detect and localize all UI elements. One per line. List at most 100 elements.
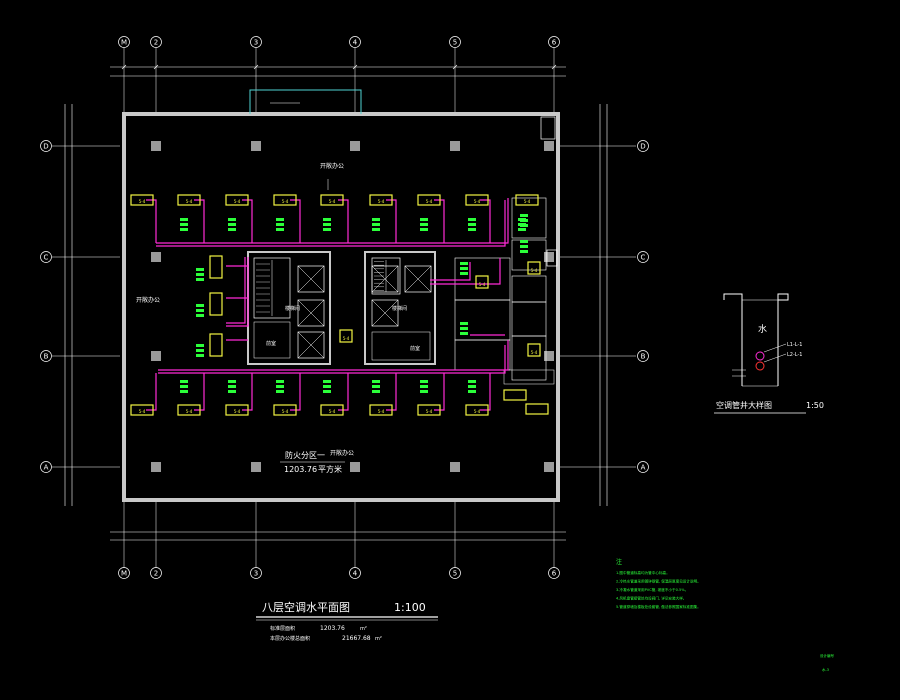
note-line: 5.管道穿墙及楼板处设套管, 做法参照国家标准图集。	[616, 604, 701, 609]
water-pipe	[194, 373, 205, 411]
annotation-tick	[518, 228, 526, 231]
fan-coil-unit	[273, 404, 297, 416]
annotation-tick	[196, 354, 204, 357]
annotation-tick	[196, 349, 204, 352]
fan-coil-unit	[209, 333, 223, 357]
column	[350, 141, 360, 151]
fcu-tag: 5-4	[378, 199, 385, 204]
annotation-tick	[372, 380, 380, 383]
fan-coil-unit	[225, 404, 249, 416]
annotation-tick	[323, 385, 331, 388]
annotation-tick	[180, 385, 188, 388]
fcu-tag: 5-4	[479, 282, 486, 287]
fcu-tag: 5-4	[139, 409, 146, 414]
water-pipe	[290, 373, 301, 411]
drawing-scale: 1:100	[394, 601, 426, 614]
annotation-tick	[460, 262, 468, 265]
axis-label: 6	[552, 39, 557, 47]
fcu-tag: 5-4	[139, 199, 146, 204]
elevator-shaft	[371, 265, 399, 293]
axis-bubble	[637, 251, 649, 263]
fan-coil-unit	[527, 261, 541, 275]
axis-label: M	[121, 39, 127, 47]
axis-label: B	[641, 353, 646, 361]
service-room	[511, 335, 547, 381]
fan-coil-unit	[320, 404, 344, 416]
water-pipe	[146, 373, 157, 411]
annotation-tick	[468, 390, 476, 393]
annotation-tick	[520, 214, 528, 217]
fcu-tag: 5-4	[426, 409, 433, 414]
annotation-tick	[180, 390, 188, 393]
axis-label: 4	[353, 570, 358, 578]
annotation-tick	[196, 309, 204, 312]
total-area-label: 本层办公楼总面积	[270, 635, 310, 642]
water-pipe	[430, 258, 501, 285]
shaft-water-label: 水	[758, 323, 767, 335]
riser-label: L1-L-1	[787, 342, 802, 348]
annotation-tick	[520, 245, 528, 248]
stairwell	[253, 257, 291, 319]
annotation-tick	[276, 390, 284, 393]
axis-bubble	[118, 36, 130, 48]
elevator-shaft	[404, 265, 432, 293]
area-value: 1203.76	[320, 625, 345, 632]
fan-coil-unit	[369, 194, 393, 206]
fan-coil-unit	[527, 343, 541, 357]
core-label: 前室	[410, 345, 420, 352]
water-pipe	[242, 199, 253, 243]
water-pipe	[386, 199, 397, 243]
axis-bubble	[250, 36, 262, 48]
area-unit: m²	[360, 626, 367, 632]
annotation-tick	[468, 380, 476, 383]
service-room	[511, 239, 547, 271]
fan-coil-unit	[209, 255, 223, 279]
axis-label: 6	[552, 570, 557, 578]
axis-bubble	[637, 350, 649, 362]
core-label: 前室	[266, 340, 276, 347]
column	[151, 462, 161, 472]
fan-coil-unit	[503, 389, 527, 401]
axis-bubble	[637, 140, 649, 152]
axis-label: M	[121, 570, 127, 578]
annotation-tick	[468, 223, 476, 226]
annotation-tick	[228, 218, 236, 221]
fan-coil-unit	[465, 194, 489, 206]
annotation-tick	[180, 228, 188, 231]
column	[450, 141, 460, 151]
fan-coil-unit	[417, 194, 441, 206]
annotation-tick	[460, 327, 468, 330]
column	[544, 252, 554, 262]
annotation-tick	[520, 240, 528, 243]
riser-label: L2-L-1	[787, 352, 802, 358]
column	[450, 462, 460, 472]
fan-coil-unit	[209, 292, 223, 316]
fcu-tag: 5-4	[343, 336, 350, 341]
column	[151, 141, 161, 151]
annotation-tick	[468, 385, 476, 388]
axis-label: 5	[453, 39, 457, 47]
axis-bubble	[40, 140, 52, 152]
fcu-tag: 5-4	[426, 199, 433, 204]
total-area-unit: m²	[375, 636, 382, 642]
axis-bubble	[40, 350, 52, 362]
axis-bubble	[349, 36, 361, 48]
annotation-tick	[468, 218, 476, 221]
water-pipe	[480, 199, 491, 243]
elevator-shaft	[297, 299, 325, 327]
column	[544, 462, 554, 472]
structural-columns	[151, 141, 554, 472]
note-line: 1.图中管道标高均为管中心标高。	[616, 570, 670, 575]
annotation-tick	[196, 314, 204, 317]
fcu-tag: 5-4	[186, 199, 193, 204]
room-label: 开敞办公	[136, 296, 160, 304]
axis-label: B	[44, 353, 49, 361]
annotation-tick	[420, 228, 428, 231]
fan-coil-unit	[369, 404, 393, 416]
column	[151, 252, 161, 262]
fan-coil-unit	[515, 194, 539, 206]
fire-zone-unit: 平方米	[318, 464, 342, 474]
annotation-tick	[420, 380, 428, 383]
